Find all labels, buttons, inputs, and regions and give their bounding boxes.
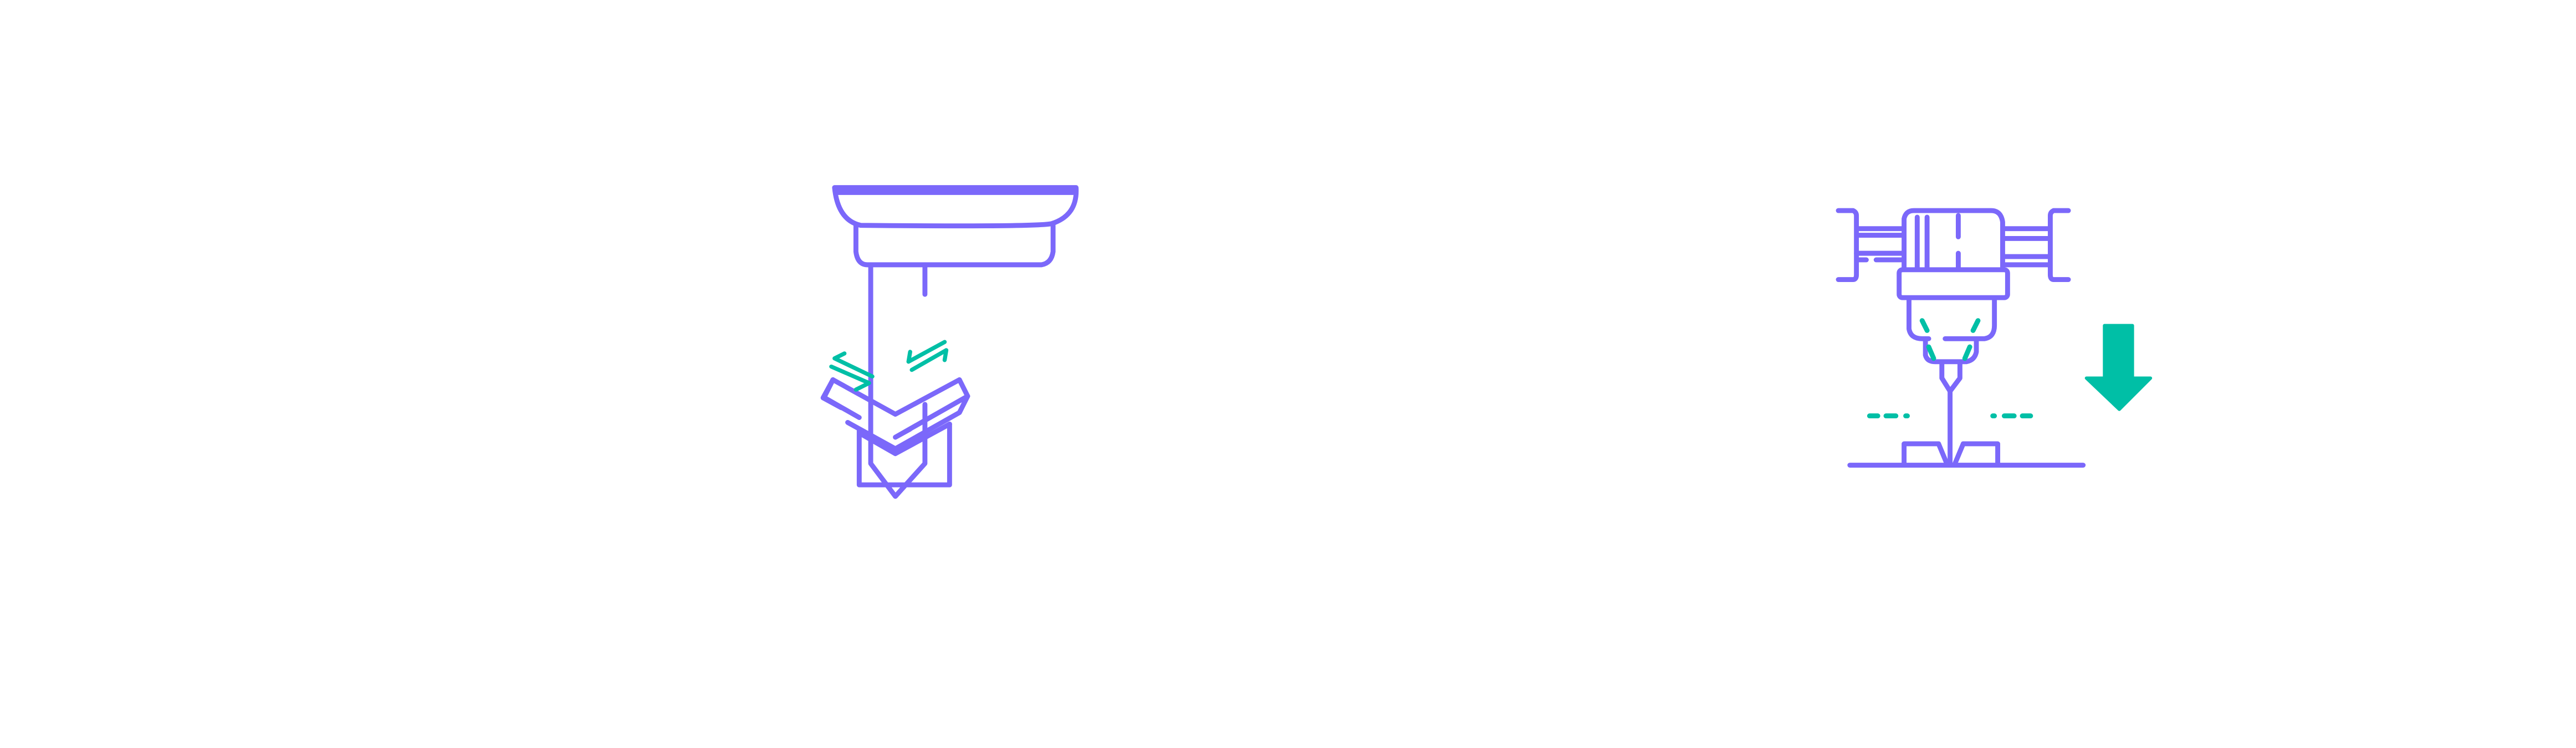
drill-spark-marks-icon xyxy=(1867,318,2033,419)
press-brake-bending-icon xyxy=(820,185,1079,499)
bend-spark-marks-icon xyxy=(829,340,949,392)
down-arrow-icon xyxy=(2084,324,2153,411)
cnc-drilling-machine-icon xyxy=(1836,208,2086,468)
